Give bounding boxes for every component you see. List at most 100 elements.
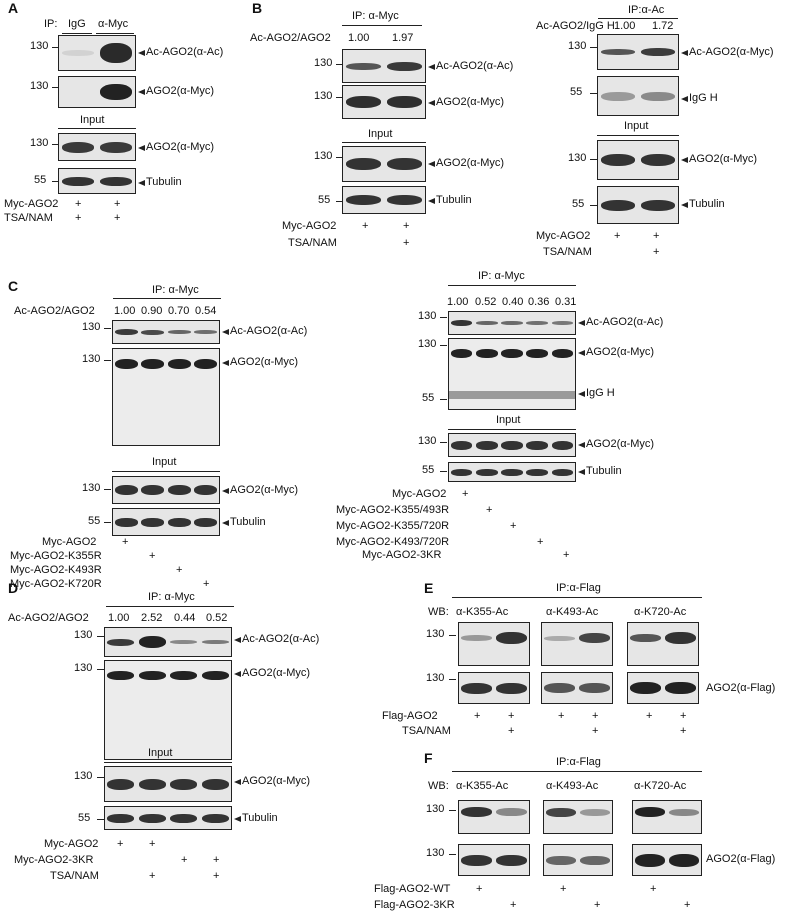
treatment-label: Myc-AGO2 bbox=[44, 838, 99, 850]
input-label: Input bbox=[80, 114, 105, 126]
band-label: Tubulin bbox=[146, 176, 182, 188]
treatment-mark: + bbox=[558, 710, 565, 722]
mw-marker: 130 bbox=[426, 628, 445, 640]
mw-marker: 55 bbox=[422, 464, 435, 476]
ratio-value: 0.44 bbox=[174, 612, 196, 624]
treatment-label: Myc-AGO2-3KR bbox=[14, 854, 94, 866]
band-label: AGO2(α-Myc) bbox=[436, 157, 505, 169]
treatment-mark: + bbox=[653, 230, 660, 242]
input-label: Input bbox=[496, 414, 521, 426]
input-label: Input bbox=[624, 120, 649, 132]
blot-f-k355 bbox=[458, 800, 530, 834]
treatment-mark: + bbox=[680, 710, 687, 722]
ip-header: IP: α-Myc bbox=[152, 284, 199, 296]
blot-e-flag-3 bbox=[627, 672, 699, 704]
blot-c1-input bbox=[112, 476, 220, 504]
mw-marker: 130 bbox=[314, 57, 333, 69]
band-label: Ac-AGO2(α-Ac) bbox=[230, 325, 308, 337]
treatment-label: Flag-AGO2-3KR bbox=[374, 899, 455, 911]
treatment-mark: + bbox=[653, 246, 660, 258]
blot-c2-myc bbox=[448, 338, 576, 410]
blot-b1-ac bbox=[342, 49, 426, 83]
blot-e-flag-2 bbox=[541, 672, 613, 704]
treatment-mark: + bbox=[592, 725, 599, 737]
treatment-mark: + bbox=[362, 220, 369, 232]
treatment-mark: + bbox=[75, 212, 82, 224]
panel-label-b: B bbox=[252, 0, 263, 16]
mw-marker: 55 bbox=[34, 174, 47, 186]
ip-prefix: IP: bbox=[44, 18, 58, 30]
ratio-value: 1.00 bbox=[447, 296, 469, 308]
treatment-label: TSA/NAM bbox=[4, 212, 53, 224]
blot-f-flag-2 bbox=[543, 844, 613, 876]
mw-marker: 130 bbox=[74, 629, 93, 641]
treatment-mark: + bbox=[614, 230, 621, 242]
blot-d-tubulin bbox=[104, 806, 232, 830]
mw-marker: 55 bbox=[318, 194, 331, 206]
treatment-label: Myc-AGO2 bbox=[536, 230, 591, 242]
band-label: Tubulin bbox=[689, 198, 725, 210]
band-label: Tubulin bbox=[230, 516, 266, 528]
treatment-mark: + bbox=[563, 549, 570, 561]
mw-marker: 130 bbox=[426, 803, 445, 815]
antibody-label: α-K493-Ac bbox=[546, 606, 599, 618]
blot-b1-input bbox=[342, 146, 426, 182]
ratio-value: 1.00 bbox=[108, 612, 130, 624]
treatment-label: Myc-AGO2-K355/493R bbox=[336, 504, 450, 516]
blot-c1-myc bbox=[112, 348, 220, 446]
blot-c2-ac bbox=[448, 311, 576, 335]
input-label: Input bbox=[152, 456, 177, 468]
mw-marker: 130 bbox=[30, 80, 49, 92]
blot-f-flag-1 bbox=[458, 844, 530, 876]
antibody-label: α-K720-Ac bbox=[634, 606, 687, 618]
mw-marker: 130 bbox=[418, 435, 437, 447]
band-label: AGO2(α-Flag) bbox=[706, 682, 776, 694]
treatment-mark: + bbox=[508, 710, 515, 722]
blot-e-k493 bbox=[541, 622, 613, 666]
ratio-value: 1.72 bbox=[652, 20, 674, 32]
band-label: IgG H bbox=[689, 92, 718, 104]
mw-marker: 130 bbox=[74, 662, 93, 674]
mw-marker: 130 bbox=[82, 353, 101, 365]
treatment-mark: + bbox=[149, 550, 156, 562]
band-label: Ac-AGO2(α-Ac) bbox=[146, 46, 224, 58]
blot-b1-tubulin bbox=[342, 186, 426, 214]
treatment-mark: + bbox=[114, 212, 121, 224]
mw-marker: 130 bbox=[30, 137, 49, 149]
band-label: AGO2(α-Myc) bbox=[230, 356, 299, 368]
mw-marker: 55 bbox=[422, 392, 435, 404]
treatment-label: TSA/NAM bbox=[543, 246, 592, 258]
ratio-value: 0.52 bbox=[206, 612, 228, 624]
band-label: AGO2(α-Myc) bbox=[242, 667, 311, 679]
ip-header: IP: α-Myc bbox=[478, 270, 525, 282]
treatment-label: Myc-AGO2 bbox=[282, 220, 337, 232]
panel-label-c: C bbox=[8, 278, 19, 294]
blot-b2-ac bbox=[597, 34, 679, 70]
blot-c1-ac bbox=[112, 320, 220, 344]
blot-b2-tubulin bbox=[597, 186, 679, 224]
treatment-mark: + bbox=[149, 870, 156, 882]
band-label: AGO2(α-Flag) bbox=[706, 853, 776, 865]
band-label: Ac-AGO2(α-Ac) bbox=[242, 633, 320, 645]
treatment-mark: + bbox=[560, 883, 567, 895]
ratio-label: Ac-AGO2/IgG H bbox=[536, 20, 615, 32]
ratio-value: 0.40 bbox=[502, 296, 524, 308]
treatment-mark: + bbox=[684, 899, 691, 911]
treatment-mark: + bbox=[508, 725, 515, 737]
band-label: AGO2(α-Myc) bbox=[242, 775, 311, 787]
mw-marker: 130 bbox=[418, 338, 437, 350]
ratio-value: 0.36 bbox=[528, 296, 550, 308]
blot-b1-myc bbox=[342, 85, 426, 119]
band-label: Ac-AGO2(α-Ac) bbox=[436, 60, 514, 72]
blot-d-input bbox=[104, 766, 232, 802]
ratio-value: 0.52 bbox=[475, 296, 497, 308]
blot-b2-input bbox=[597, 140, 679, 180]
antibody-label: α-K493-Ac bbox=[546, 780, 599, 792]
band-label: Tubulin bbox=[436, 194, 472, 206]
mw-marker: 55 bbox=[78, 812, 91, 824]
treatment-mark: + bbox=[203, 578, 210, 590]
treatment-label: Myc-AGO2-K355/720R bbox=[336, 520, 450, 532]
treatment-label: Myc-AGO2-K355R bbox=[10, 550, 102, 562]
treatment-label: Myc-AGO2 bbox=[4, 198, 59, 210]
blot-a-tubulin bbox=[58, 168, 136, 194]
